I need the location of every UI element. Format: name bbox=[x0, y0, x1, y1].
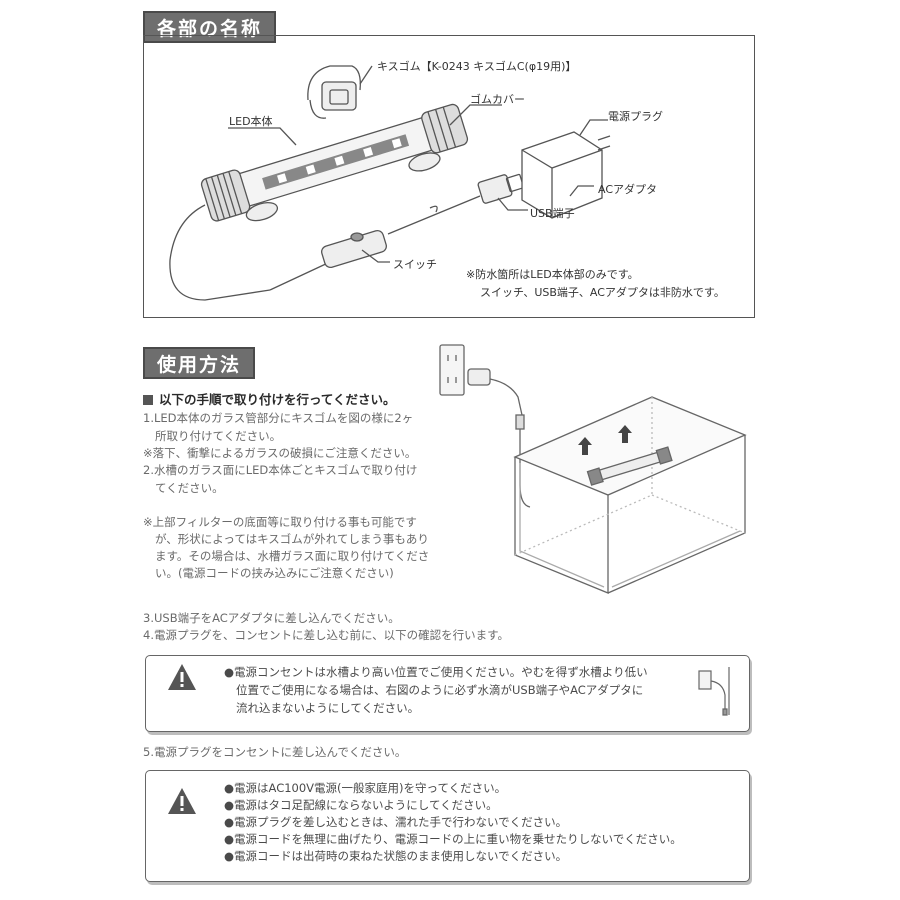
note2-line1: ※上部フィルターの底面等に取り付ける事も可能です bbox=[143, 515, 417, 529]
instructions-heading: 以下の手順で取り付けを行ってください。 bbox=[143, 389, 396, 408]
parts-diagram-box bbox=[143, 35, 755, 318]
warning-box-2 bbox=[145, 770, 750, 882]
label-power-plug: 電源プラグ bbox=[608, 110, 663, 123]
note2-line2: が、形状によってはキスゴムが外れてしまう事もあり bbox=[155, 532, 429, 546]
step1-line1: 1.LED本体のガラス管部分にキスゴムを図の様に2ヶ bbox=[143, 411, 414, 425]
warning1-line1: ●電源コンセントは水槽より高い位置でご使用ください。やむを得ず水槽より低い bbox=[224, 665, 648, 679]
label-rubber-cover: ゴムカバー bbox=[470, 93, 525, 106]
warning-triangle-icon bbox=[167, 787, 197, 815]
warning2-item-5: ●電源コードは出荷時の束ねた状態のまま使用しないでください。 bbox=[224, 849, 568, 863]
note2-line3: ます。その場合は、水槽ガラス面に取り付けてくださ bbox=[155, 549, 430, 563]
step2-line2: てください。 bbox=[155, 481, 224, 495]
waterproof-note-2: スイッチ、USB端子、ACアダプタは非防水です。 bbox=[480, 286, 725, 299]
step3: 3.USB端子をACアダプタに差し込んでください。 bbox=[143, 611, 400, 625]
warning2-item-2: ●電源はタコ足配線にならないようにしてください。 bbox=[224, 798, 498, 812]
warning1-line2: 位置でご使用になる場合は、右図のように必ず水滴がUSB端子やACアダプタに bbox=[236, 683, 644, 697]
note2-line4: い。(電源コードの挟み込みにご注意ください) bbox=[155, 566, 394, 580]
step1-line2: 所取り付けてください。 bbox=[155, 429, 282, 443]
label-led-body: LED本体 bbox=[229, 115, 273, 128]
note1: ※落下、衝撃によるガラスの破損にご注意ください。 bbox=[143, 446, 417, 460]
parts-illustration bbox=[169, 65, 611, 301]
label-switch: スイッチ bbox=[393, 258, 437, 271]
label-kisugomu: キスゴム【K-0243 キスゴムC(φ19用)】 bbox=[377, 60, 577, 73]
warning2-item-4: ●電源コードを無理に曲げたり、電源コードの上に重い物を乗せたりしないでください。 bbox=[224, 832, 682, 846]
waterproof-note-1: ※防水箇所はLED本体部のみです。 bbox=[466, 268, 639, 281]
label-ac-adapter: ACアダプタ bbox=[598, 183, 658, 196]
outlet-drip-illustration bbox=[698, 667, 730, 716]
warning-box-1 bbox=[145, 655, 750, 732]
step2-line1: 2.水槽のガラス面にLED本体ごとキスゴムで取り付け bbox=[143, 463, 418, 477]
step5: 5.電源プラグをコンセントに差し込んでください。 bbox=[143, 745, 407, 759]
warning2-item-1: ●電源はAC100V電源(一般家庭用)を守ってください。 bbox=[224, 781, 507, 795]
warning2-item-3: ●電源プラグを差し込むときは、濡れた手で行わないでください。 bbox=[224, 815, 568, 829]
label-usb-terminal: USB端子 bbox=[530, 207, 575, 220]
warning-triangle-icon bbox=[167, 663, 197, 691]
parts-section-title: 各部の名称 bbox=[143, 11, 277, 43]
aquarium-illustration bbox=[439, 344, 747, 594]
usage-section-title: 使用方法 bbox=[143, 347, 256, 379]
warning1-line3: 流れ込まないようにしてください。 bbox=[236, 701, 420, 715]
step4: 4.電源プラグを、コンセントに差し込む前に、以下の確認を行います。 bbox=[143, 628, 509, 642]
bullet-square-icon bbox=[143, 395, 153, 405]
